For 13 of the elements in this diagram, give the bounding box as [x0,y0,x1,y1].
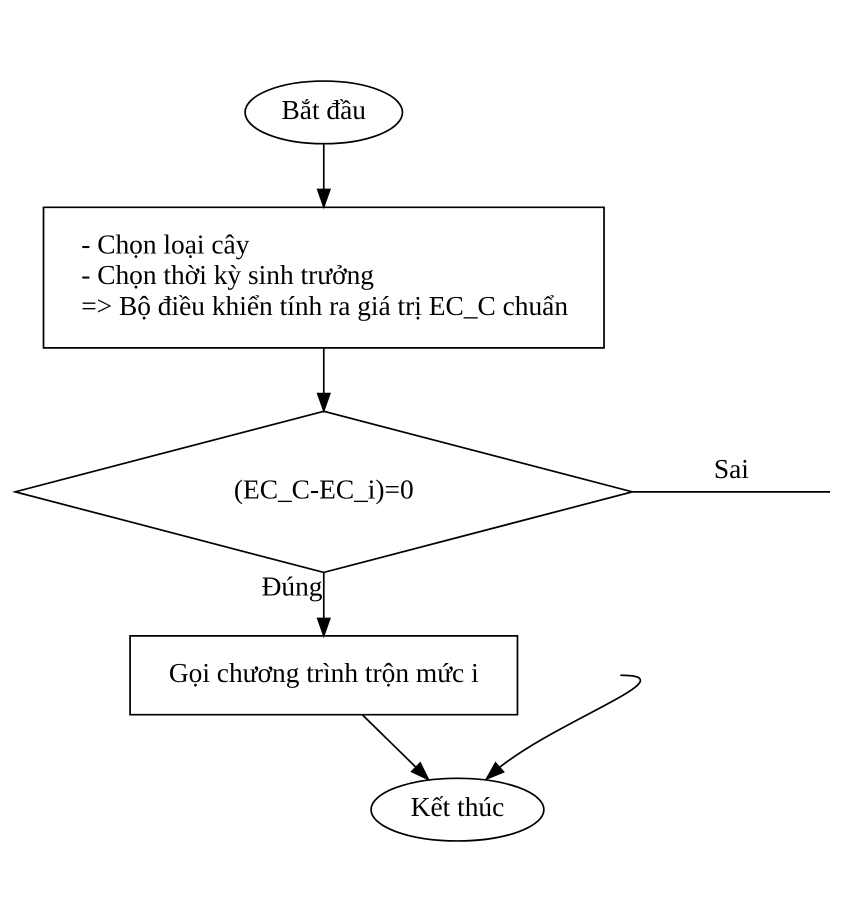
edge-label: Sai [714,453,749,484]
arrow [316,348,331,413]
node-ellipse: Kết thúc [370,776,545,842]
arrow [484,674,641,780]
arrow [316,572,331,638]
node-diamond: (EC_C-EC_i)=0 [12,410,636,573]
connector [632,490,830,492]
node-box: - Chọn loại cây - Chọn thời kỳ sinh trưởng => Bộ điều khiển tính ra giá trị EC_C chuẩn [42,206,605,348]
node-box: Gọi chương trình trộn mức i [129,634,518,716]
node-ellipse: Bắt đầu [244,80,404,144]
edge-label: Đúng [262,570,323,601]
arrow [316,144,331,209]
arrow [362,714,430,781]
